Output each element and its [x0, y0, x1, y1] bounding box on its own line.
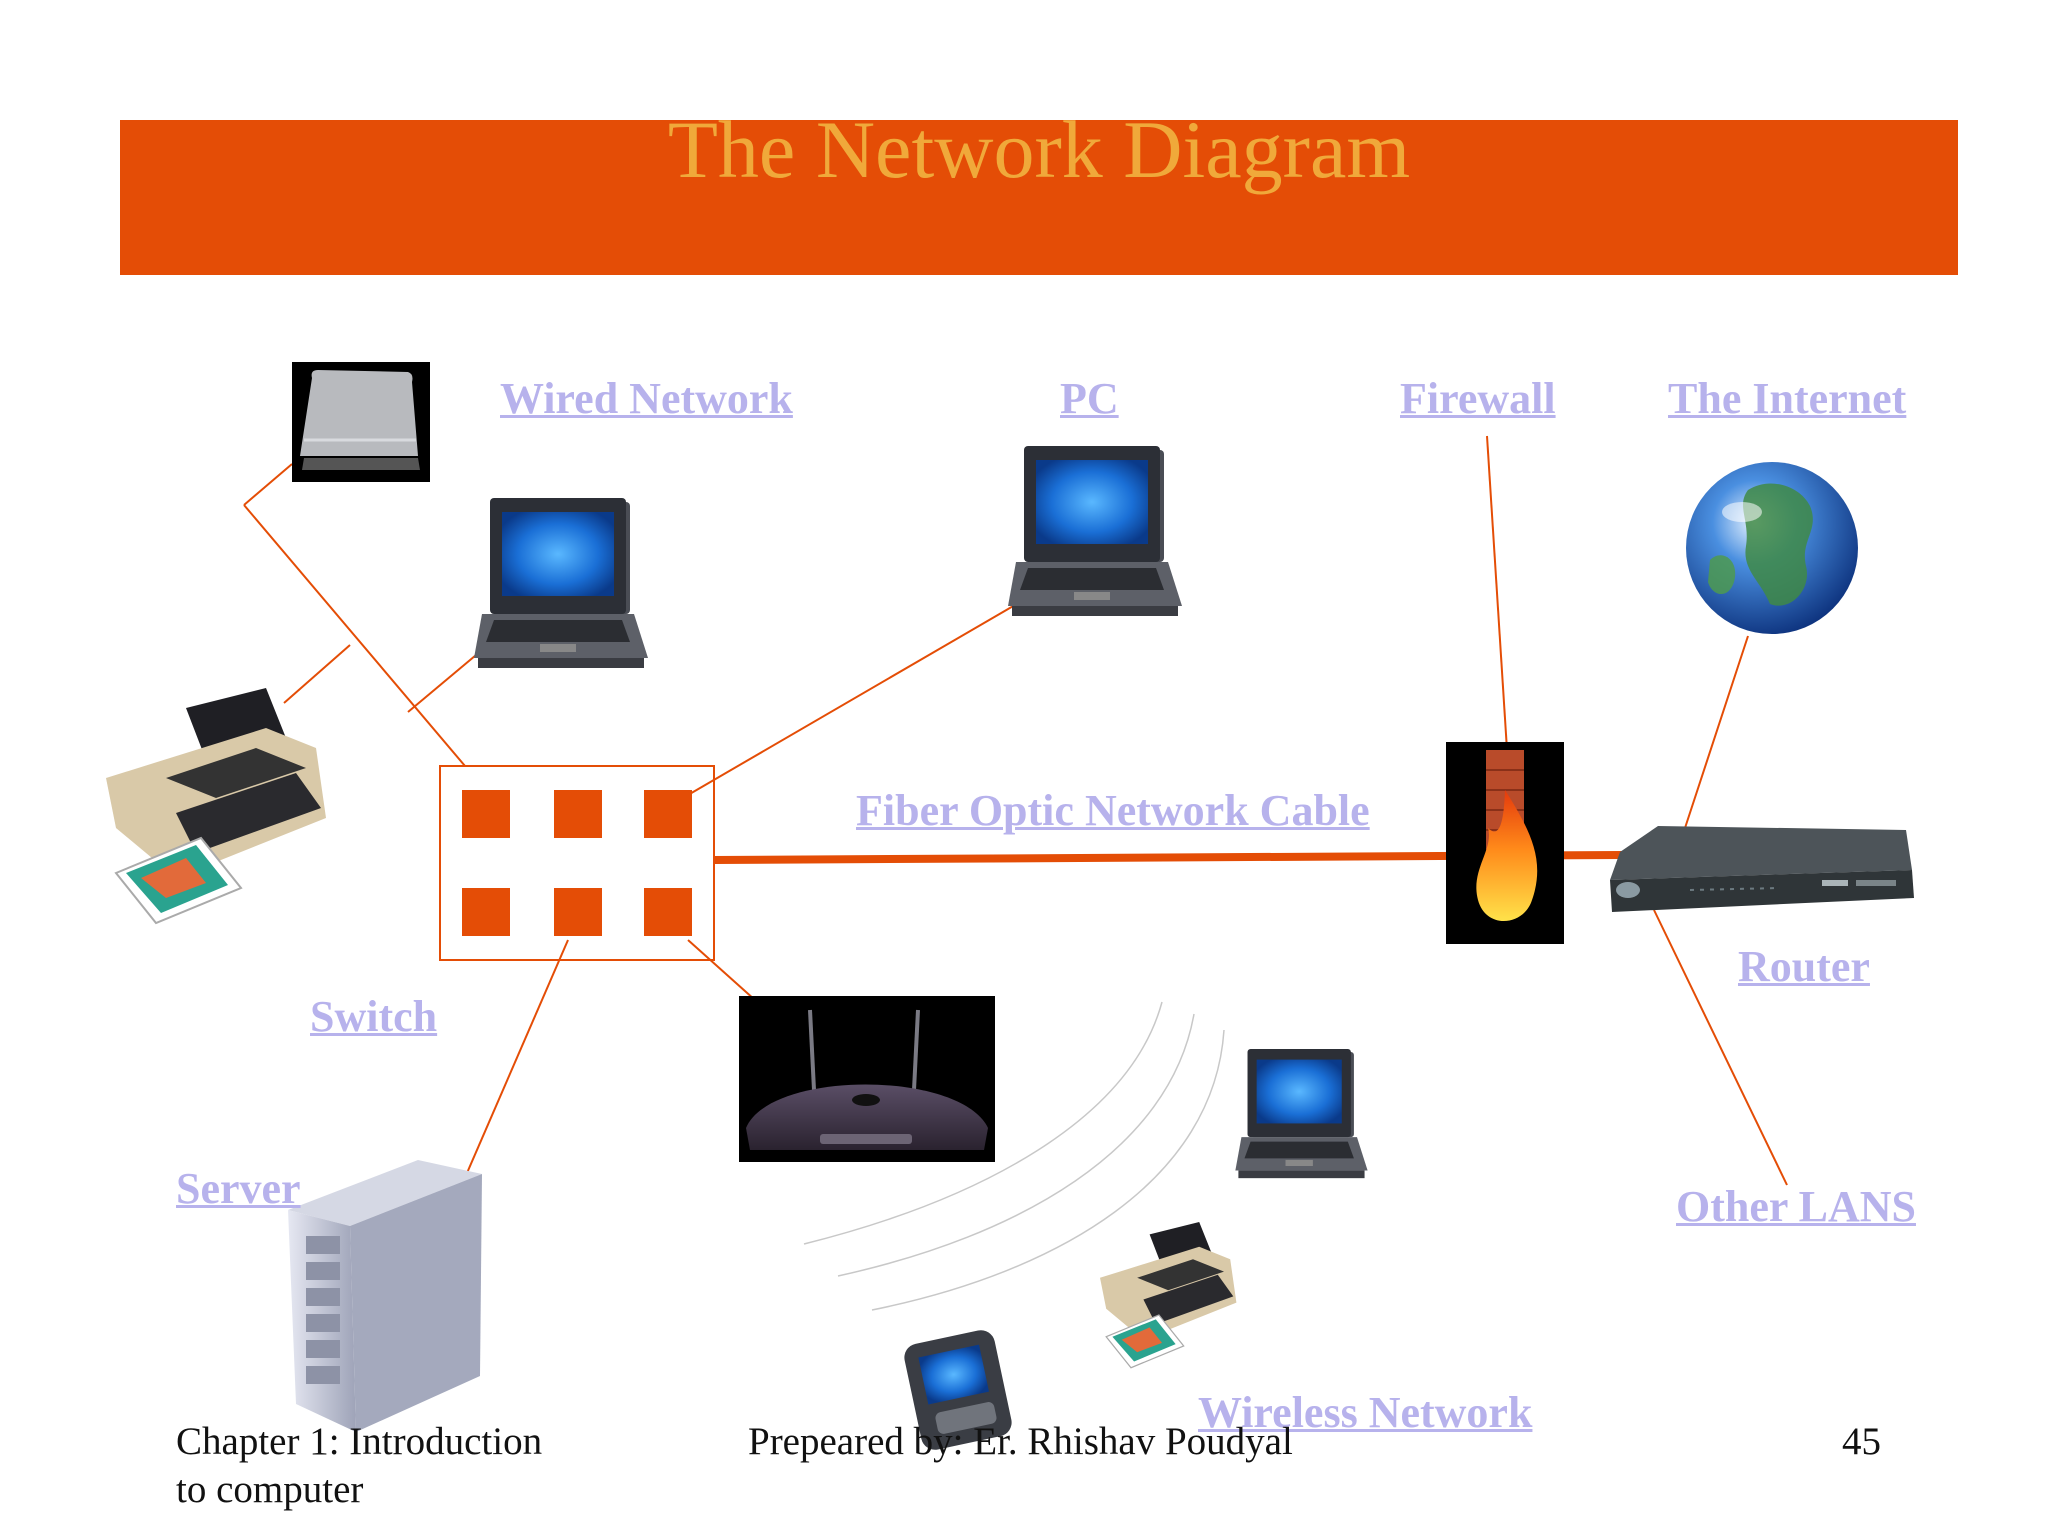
slide-title: The Network Diagram	[667, 104, 1411, 195]
footer-chapter: Chapter 1: Introduction to computer	[176, 1418, 542, 1514]
footer-chapter-line1: Chapter 1: Introduction	[176, 1420, 543, 1463]
footer-author: Prepeared by: Er. Rhishav Poudyal	[748, 1420, 1293, 1463]
link-other-lans[interactable]: Other LANS	[1676, 1182, 1916, 1231]
router-icon	[1610, 826, 1914, 912]
laptop-icon	[474, 498, 648, 668]
wireless-signal-arcs	[803, 1001, 1225, 1311]
link-router[interactable]: Router	[1738, 942, 1870, 991]
globe-icon	[1686, 462, 1858, 634]
connector-lines	[243, 435, 1788, 1186]
footer-page-number: 45	[1842, 1420, 1881, 1463]
wireless-printer-icon	[1099, 1221, 1238, 1369]
link-firewall[interactable]: Firewall	[1400, 374, 1556, 423]
link-the-internet[interactable]: The Internet	[1668, 374, 1907, 423]
firewall-icon	[1446, 742, 1564, 944]
wireless-access-point-icon	[739, 996, 995, 1162]
link-server[interactable]: Server	[176, 1164, 301, 1213]
link-pc[interactable]: PC	[1060, 374, 1119, 423]
scanner-icon	[292, 362, 430, 482]
pc-laptop-icon	[1008, 446, 1182, 616]
link-switch[interactable]: Switch	[310, 992, 438, 1041]
printer-icon	[105, 687, 327, 924]
server-icon	[288, 1160, 482, 1432]
link-fiber-optic-cable[interactable]: Fiber Optic Network Cable	[856, 786, 1370, 835]
title-bar: The Network Diagram	[120, 104, 1958, 275]
link-wireless-network[interactable]: Wireless Network	[1198, 1388, 1533, 1437]
link-wired-network[interactable]: Wired Network	[500, 374, 793, 423]
switch-icon	[439, 765, 715, 961]
pda-icon	[904, 1330, 1012, 1450]
footer-chapter-line2: to computer	[176, 1468, 364, 1511]
wireless-laptop-icon	[1235, 1048, 1368, 1179]
